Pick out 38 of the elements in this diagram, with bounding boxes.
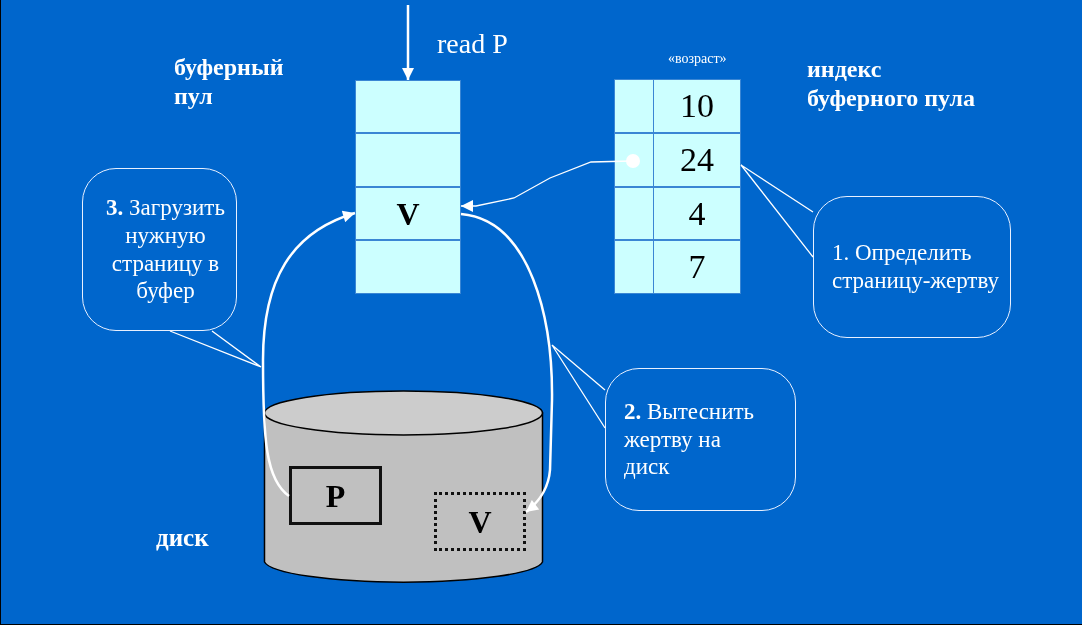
callout-bubble: [605, 368, 796, 511]
callout-bubble: [813, 196, 1011, 338]
edge-label: read P: [437, 27, 508, 61]
buffer-slot: [355, 133, 461, 187]
index-cell: [653, 187, 741, 240]
age-value: 4: [688, 196, 706, 231]
buffer-slot: [355, 240, 461, 294]
callout-text: 1. Определить страницу-жертву: [832, 239, 1000, 295]
page-letter: P: [325, 479, 346, 512]
index-cell: [653, 133, 741, 187]
page-box: [434, 492, 526, 551]
index-cell: [614, 79, 654, 133]
buffer-slot: [355, 80, 461, 133]
index-cell: [653, 79, 741, 133]
arrow: [402, 5, 414, 80]
index-cell: [614, 240, 654, 294]
page-letter: V: [396, 197, 420, 230]
callout-pointer: [169, 330, 262, 368]
callout-pointer: [551, 344, 606, 429]
age-value: 24: [680, 143, 714, 177]
column-heading: «возраст»: [668, 51, 727, 68]
index-cell: [614, 133, 654, 187]
page-letter: V: [468, 505, 492, 538]
callout-bubble: [82, 168, 237, 331]
section-heading: индекс буферного пула: [807, 55, 976, 113]
callout-text: 3. Загрузить нужную страницу в буфер: [105, 194, 226, 305]
buffer-slot: [355, 187, 461, 240]
index-cell: [614, 187, 654, 240]
index-cell: [653, 240, 741, 294]
disk-label: диск: [156, 523, 209, 553]
arrow: [261, 211, 356, 497]
callout-pointer: [740, 164, 814, 258]
page-box: [289, 466, 382, 525]
callout-text: 2. Вытеснить жертву на диск: [624, 398, 755, 481]
section-heading: буферный пул: [174, 53, 285, 111]
arrow: [460, 212, 554, 513]
age-value: 7: [688, 250, 706, 284]
age-value: 10: [680, 89, 714, 123]
